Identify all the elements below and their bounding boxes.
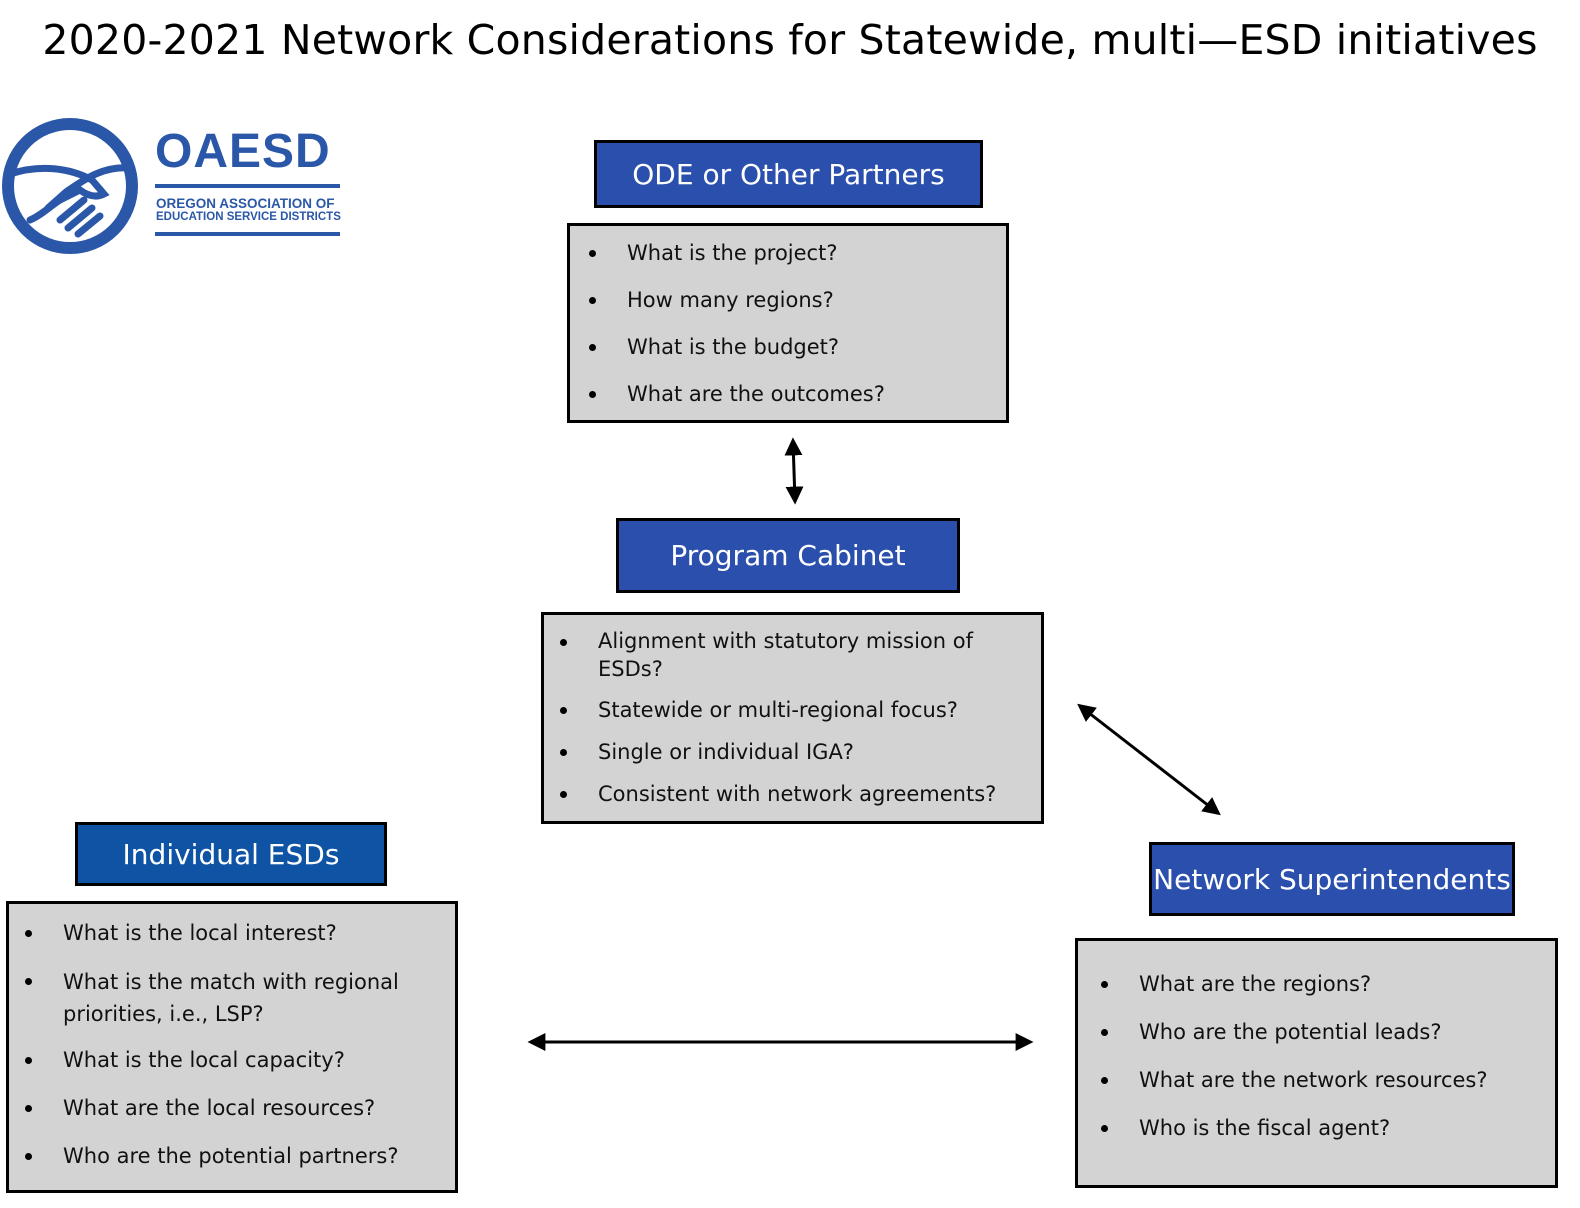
supers-item: What are the network resources? bbox=[1101, 1065, 1555, 1095]
cabinet-item: Single or individual IGA? bbox=[560, 737, 1041, 767]
individual-esds-header: Individual ESDs bbox=[75, 822, 387, 886]
network-superintendents-box: What are the regions? Who are the potent… bbox=[1075, 938, 1558, 1188]
cabinet-item: Statewide or multi-regional focus? bbox=[560, 695, 1041, 725]
logo-wordmark: OAESD bbox=[155, 125, 331, 178]
network-superintendents-header: Network Superintendents bbox=[1149, 842, 1515, 916]
handshake-icon bbox=[2, 118, 138, 254]
logo-subtitle-line1: OREGON ASSOCIATION OF bbox=[156, 196, 335, 211]
individual-esds-box: What is the local interest? What is the … bbox=[6, 901, 458, 1193]
page-title: 2020-2021 Network Considerations for Sta… bbox=[42, 16, 1538, 64]
cabinet-item: Consistent with network agreements? bbox=[560, 779, 1041, 809]
supers-item: What are the regions? bbox=[1101, 969, 1555, 999]
program-cabinet-box: Alignment with statutory mission of ESDs… bbox=[541, 612, 1044, 824]
esds-item: What is the local capacity? bbox=[25, 1045, 455, 1075]
esds-item: Who are the potential partners? bbox=[25, 1141, 455, 1171]
ode-item: What is the project? bbox=[589, 238, 1006, 268]
supers-item: Who are the potential leads? bbox=[1101, 1017, 1555, 1047]
program-cabinet-header: Program Cabinet bbox=[616, 518, 960, 593]
ode-partners-header: ODE or Other Partners bbox=[594, 140, 983, 208]
esds-item: What are the local resources? bbox=[25, 1093, 455, 1123]
supers-item: Who is the fiscal agent? bbox=[1101, 1113, 1555, 1143]
logo-subtitle-line2: EDUCATION SERVICE DISTRICTS bbox=[156, 211, 341, 223]
cabinet-item: Alignment with statutory mission of ESDs… bbox=[560, 627, 998, 683]
ode-item: How many regions? bbox=[589, 285, 1006, 315]
logo-rule-top bbox=[155, 184, 340, 188]
ode-item: What are the outcomes? bbox=[589, 379, 1006, 409]
arrow-ode-cabinet bbox=[784, 437, 804, 505]
esds-item: What is the local interest? bbox=[25, 918, 455, 948]
logo-rule-bottom bbox=[155, 232, 340, 236]
oaesd-logo bbox=[0, 116, 345, 258]
ode-partners-box: What is the project? How many regions? W… bbox=[567, 223, 1009, 423]
esds-item: What is the match with regional prioriti… bbox=[25, 966, 433, 1030]
ode-item: What is the budget? bbox=[589, 332, 1006, 362]
arrow-cabinet-supers bbox=[1077, 703, 1221, 816]
